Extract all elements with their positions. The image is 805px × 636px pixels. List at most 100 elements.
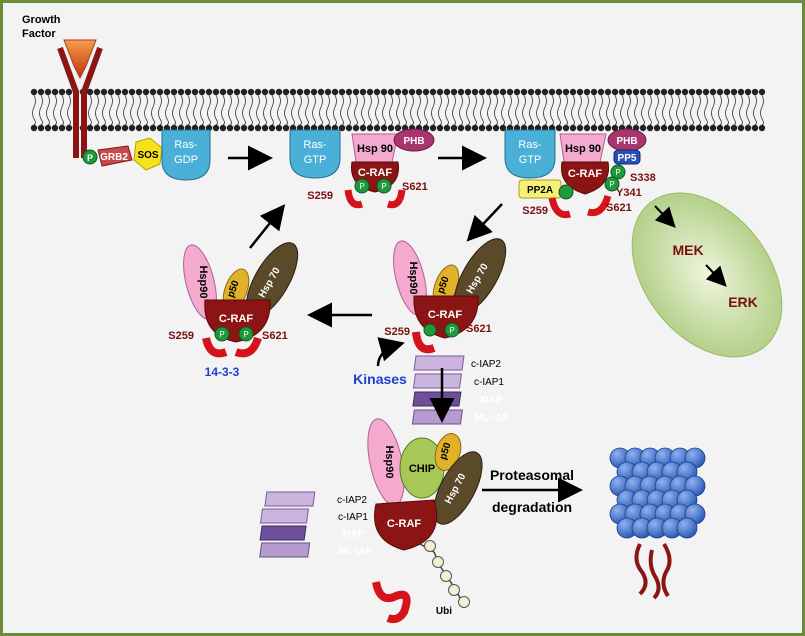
phospho-p-label: P xyxy=(219,330,224,339)
site-s621: S621 xyxy=(466,323,492,335)
lipid-tail xyxy=(242,94,246,126)
lipid-head xyxy=(114,88,122,96)
lipid-tail xyxy=(109,94,113,126)
hsp90-label: Hsp 90 xyxy=(357,143,393,155)
lipid-head xyxy=(191,88,199,96)
receptor xyxy=(57,46,103,158)
lipid-head xyxy=(709,124,717,132)
lipid-head xyxy=(394,88,402,96)
lipid-head xyxy=(618,88,626,96)
lipid-head xyxy=(128,88,136,96)
craf-label: C-RAF xyxy=(387,518,421,530)
lipid-head xyxy=(415,88,423,96)
lipid-tail xyxy=(46,94,50,126)
lipid-tail xyxy=(599,94,603,126)
site-s621: S621 xyxy=(606,202,632,214)
lipid-tail xyxy=(277,94,281,126)
lipid-head xyxy=(44,88,52,96)
lipid-tail xyxy=(235,94,239,126)
lipid-tail xyxy=(102,94,106,126)
lipid-head xyxy=(373,88,381,96)
lipid-head xyxy=(401,88,409,96)
lipid-head xyxy=(695,88,703,96)
lipid-head xyxy=(485,88,493,96)
lipid-tail xyxy=(312,94,316,126)
site-s259: S259 xyxy=(384,326,410,338)
ras-label: Ras- xyxy=(303,139,327,151)
craf-label: C-RAF xyxy=(219,313,253,325)
lipid-tail xyxy=(214,94,218,126)
lipid-head xyxy=(450,88,458,96)
lipid-tail xyxy=(396,94,400,126)
lipid-head xyxy=(296,88,304,96)
lipid-tail xyxy=(319,94,323,126)
lipid-tail xyxy=(690,94,694,126)
lipid-head xyxy=(646,124,654,132)
lipid-head xyxy=(100,88,108,96)
lipid-tail xyxy=(151,94,155,126)
gdp-label: GDP xyxy=(174,154,198,166)
lipid-head xyxy=(394,124,402,132)
lipid-head xyxy=(170,88,178,96)
lipid-head xyxy=(128,124,136,132)
lipid-head xyxy=(142,124,150,132)
lipid-tail xyxy=(88,94,92,126)
lipid-tail xyxy=(529,94,533,126)
lipid-head xyxy=(247,124,255,132)
gtp-label: GTP xyxy=(519,154,542,166)
lipid-head xyxy=(65,88,73,96)
phospho-p-label: P xyxy=(87,153,93,163)
lipid-tail xyxy=(473,94,477,126)
lipid-tail xyxy=(53,94,57,126)
sos-label: SOS xyxy=(137,150,158,161)
lipid-tail xyxy=(634,94,638,126)
phb-label: PHB xyxy=(616,136,637,147)
lipid-head xyxy=(30,124,38,132)
lipid-head xyxy=(716,88,724,96)
lipid-tail xyxy=(256,94,260,126)
lipid-tail xyxy=(522,94,526,126)
lipid-head xyxy=(51,124,59,132)
lipid-head xyxy=(65,124,73,132)
lipid-tail xyxy=(760,94,764,126)
lipid-head xyxy=(569,124,577,132)
lipid-head xyxy=(457,124,465,132)
lipid-head xyxy=(86,88,94,96)
lipid-head xyxy=(751,124,759,132)
lipid-head xyxy=(464,88,472,96)
phospho-p-label: P xyxy=(615,168,620,177)
craf-label: C-RAF xyxy=(358,167,392,179)
lipid-head xyxy=(268,124,276,132)
ciap2-label: c-IAP2 xyxy=(337,495,367,506)
lipid-head xyxy=(667,124,675,132)
lipid-tail xyxy=(662,94,666,126)
lipid-head xyxy=(709,88,717,96)
lipid-head xyxy=(534,88,542,96)
lipid-head xyxy=(380,88,388,96)
lipid-head xyxy=(373,124,381,132)
lipid-head xyxy=(576,124,584,132)
lipid-head xyxy=(359,88,367,96)
lipid-head xyxy=(513,88,521,96)
growth-factor-label-2: Factor xyxy=(22,28,56,40)
lipid-tail xyxy=(389,94,393,126)
lipid-tail xyxy=(711,94,715,126)
lipid-tail xyxy=(130,94,134,126)
lipid-head xyxy=(737,124,745,132)
lipid-head xyxy=(688,88,696,96)
lipid-head xyxy=(240,88,248,96)
lipid-tail xyxy=(200,94,204,126)
lipid-head xyxy=(240,124,248,132)
site-s259: S259 xyxy=(168,330,194,342)
inactive-craf-14-3-3-complex: Hsp90 p50 Hsp 70 C-RAF P P S259 S621 14-… xyxy=(168,242,299,379)
lipid-tail xyxy=(753,94,757,126)
lipid-head xyxy=(674,124,682,132)
proteasome xyxy=(609,447,706,539)
lipid-head xyxy=(583,88,591,96)
lipid-head xyxy=(569,88,577,96)
lipid-head xyxy=(660,124,668,132)
lipid-head xyxy=(359,124,367,132)
lipid-tail xyxy=(368,94,372,126)
lipid-head xyxy=(30,88,38,96)
